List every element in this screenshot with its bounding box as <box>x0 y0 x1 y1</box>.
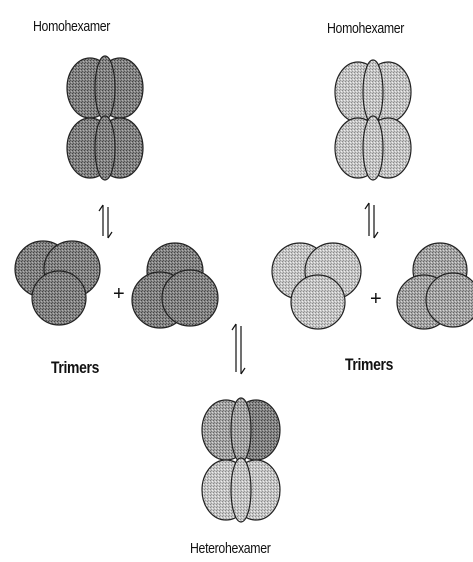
homohexamer-left <box>67 56 143 180</box>
heterohexamer <box>202 398 280 522</box>
trimer-right-1 <box>272 243 361 329</box>
trimer-right-2 <box>397 243 473 329</box>
plus-sign-right: + <box>370 288 382 310</box>
homohexamer-left-label: Homohexamer <box>33 18 110 35</box>
homohexamer-right-label: Homohexamer <box>327 20 404 37</box>
trimers-left-label: Trimers <box>51 358 99 378</box>
homohexamer-right <box>335 60 411 180</box>
trimer-left-1 <box>15 241 100 325</box>
trimers-right-label: Trimers <box>345 355 393 375</box>
heterohexamer-label: Heterohexamer <box>190 540 271 557</box>
equilibrium-arrow-left <box>99 205 112 238</box>
equilibrium-arrow-center <box>232 324 245 374</box>
trimer-left-2 <box>132 243 218 328</box>
equilibrium-arrow-right <box>365 203 378 238</box>
plus-sign-left: + <box>113 283 125 305</box>
